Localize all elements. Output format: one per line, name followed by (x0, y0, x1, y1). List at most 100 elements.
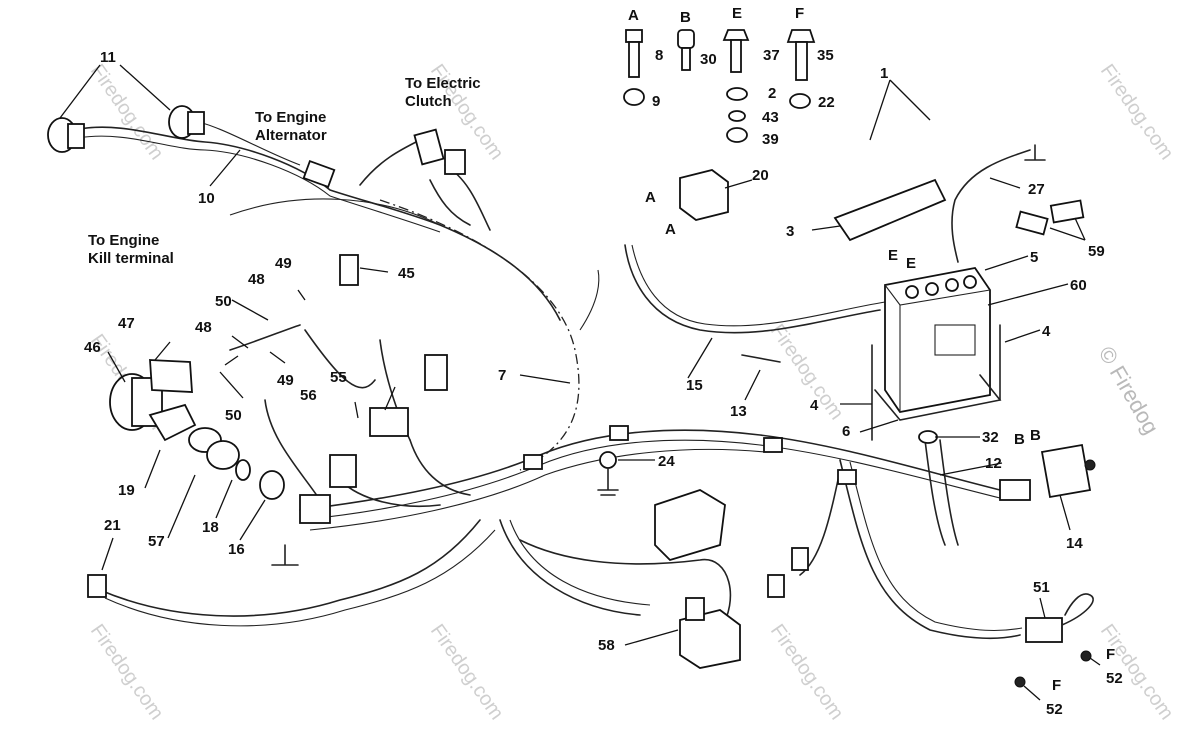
watermark: Firedog.com (766, 620, 848, 724)
callout-48-mid: 48 (195, 319, 212, 336)
terminal-21 (87, 574, 107, 598)
switch-58 (679, 597, 741, 669)
washer-18 (235, 459, 251, 481)
copyright-watermark: © Firedog (1094, 342, 1164, 438)
grommet-32 (918, 430, 938, 444)
callout-27: 27 (1028, 181, 1045, 198)
parts-layer (47, 29, 1096, 688)
switch-16 (259, 470, 285, 500)
clutch-connector-2 (444, 149, 466, 175)
switch-55 (369, 407, 409, 437)
harness-clamp (609, 425, 629, 441)
hold-down-bracket-3 (833, 178, 947, 242)
callout-58: 58 (598, 637, 615, 654)
nut-22 (789, 93, 811, 109)
lockwasher-43 (728, 110, 746, 122)
callout-50-bottom: 50 (225, 407, 242, 424)
harness-clamp (523, 454, 543, 470)
callout-a-bottom: A (665, 221, 676, 238)
callout-43: 43 (762, 109, 779, 126)
key-switch-46 (109, 359, 193, 431)
callout-b-left: B (1014, 431, 1025, 448)
callout-47: 47 (118, 315, 135, 332)
switch-14 (1040, 443, 1096, 499)
bracket-20 (679, 169, 729, 221)
watermark-layer: Firedog.com Firedog.com Firedog.com Fire… (86, 60, 1178, 724)
callout-16: 16 (228, 541, 245, 558)
screw-52a (1080, 650, 1092, 662)
connector-right (791, 547, 809, 571)
callout-13: 13 (730, 403, 747, 420)
callout-e-lower: E (906, 255, 916, 272)
callout-39: 39 (762, 131, 779, 148)
terminal-cover-59b (1049, 199, 1085, 224)
callout-57: 57 (148, 533, 165, 550)
callout-6: 6 (842, 423, 850, 440)
ground-symbol (271, 544, 299, 566)
callout-60: 60 (1070, 277, 1087, 294)
callout-48-top: 48 (248, 271, 265, 288)
connector-45 (339, 254, 359, 286)
hardware-letter-a: A (628, 7, 639, 24)
connector-right-2 (767, 574, 785, 598)
ignition-coil (654, 489, 726, 562)
ground-symbol (597, 467, 619, 496)
ground-symbol (1024, 144, 1046, 161)
callout-e-upper: E (888, 247, 898, 264)
fuse-13 (741, 354, 781, 363)
label-to-electric-clutch-line2: Clutch (405, 93, 452, 110)
label-to-engine-kill-line2: Kill terminal (88, 250, 174, 267)
callout-5: 5 (1030, 249, 1038, 266)
watermark: Firedog.com (86, 60, 168, 164)
watermark: Firedog.com (766, 320, 848, 424)
callout-37: 37 (763, 47, 780, 64)
text-labels: To Electric Clutch To Engine Alternator … (84, 5, 1123, 718)
watermark: Firedog.com (426, 620, 508, 724)
callout-21: 21 (104, 517, 121, 534)
callout-4-right: 4 (1042, 323, 1051, 340)
connector-center-2 (329, 454, 357, 488)
callout-50-top: 50 (215, 293, 232, 310)
plug-connector-10 (302, 159, 336, 189)
watermark: Firedog.com (1096, 60, 1178, 164)
callout-30: 30 (700, 51, 717, 68)
callout-15: 15 (686, 377, 703, 394)
callout-3: 3 (786, 223, 794, 240)
nut-39 (726, 127, 748, 143)
terminal-cover-59a (1015, 210, 1049, 236)
callout-f-right: F (1106, 646, 1115, 663)
callout-19: 19 (118, 482, 135, 499)
callout-59: 59 (1088, 243, 1105, 260)
label-to-engine-alternator-line2: Alternator (255, 127, 327, 144)
hardware-letter-b: B (680, 9, 691, 26)
callout-56: 56 (300, 387, 317, 404)
lamp-bulb-left (47, 117, 85, 153)
nut-9 (623, 88, 645, 106)
callout-49-mid: 49 (277, 372, 294, 389)
callout-9: 9 (652, 93, 660, 110)
ignition-key-19 (148, 403, 197, 442)
callout-51: 51 (1033, 579, 1050, 596)
label-to-engine-kill-line1: To Engine (88, 232, 159, 249)
bolt-37 (722, 29, 750, 73)
callout-10: 10 (198, 190, 215, 207)
callout-11: 11 (100, 49, 116, 66)
bolt-30 (677, 29, 695, 71)
callout-46: 46 (84, 339, 101, 356)
harness-clamp (837, 469, 857, 485)
callout-45: 45 (398, 265, 415, 282)
label-to-engine-alternator-line1: To Engine (255, 109, 326, 126)
bolt-35 (786, 29, 816, 81)
callout-52-left: 52 (1046, 701, 1063, 718)
callout-8: 8 (655, 47, 663, 64)
lamp-bulb-right (168, 105, 205, 139)
callout-18: 18 (202, 519, 219, 536)
callout-f-left: F (1052, 677, 1061, 694)
washer-2 (726, 87, 748, 101)
callout-1: 1 (880, 65, 888, 82)
watermark: Firedog.com (86, 620, 168, 724)
callout-14: 14 (1066, 535, 1083, 552)
hardware-letter-f: F (795, 5, 804, 22)
label-to-electric-clutch-line1: To Electric (405, 75, 481, 92)
